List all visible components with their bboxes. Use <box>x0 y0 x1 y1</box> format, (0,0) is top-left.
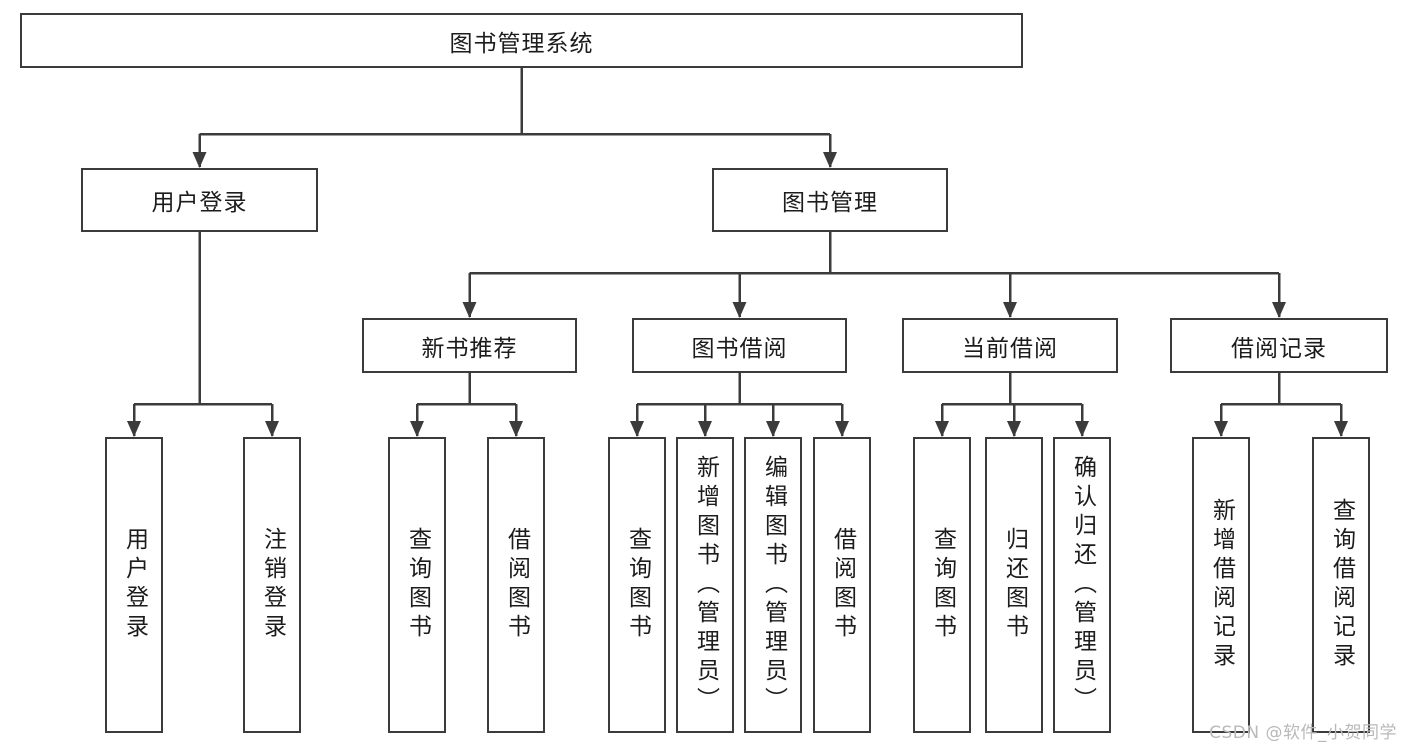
node-leaf-borrow-3[interactable]: 编辑图书（管理员） <box>744 437 802 733</box>
node-label: 查询图书 <box>624 527 651 643</box>
node-leaf-cur-2[interactable]: 归还图书 <box>985 437 1043 733</box>
node-label: 用户登录 <box>121 527 148 643</box>
node-newbooks[interactable]: 新书推荐 <box>362 318 577 373</box>
node-label: 注销登录 <box>259 527 286 643</box>
node-borrow[interactable]: 图书借阅 <box>632 318 847 373</box>
node-leaf-login-2[interactable]: 注销登录 <box>243 437 301 733</box>
node-leaf-rec-2[interactable]: 查询借阅记录 <box>1312 437 1370 733</box>
node-leaf-borrow-1[interactable]: 查询图书 <box>608 437 666 733</box>
node-leaf-borrow-2[interactable]: 新增图书（管理员） <box>676 437 734 733</box>
node-leaf-new-1[interactable]: 查询图书 <box>388 437 446 733</box>
node-label: 图书管理系统 <box>449 30 594 57</box>
node-label: 当前借阅 <box>962 335 1058 362</box>
node-label: 新增借阅记录 <box>1208 498 1235 672</box>
node-label: 图书管理 <box>782 190 878 216</box>
node-label: 新书推荐 <box>421 335 518 362</box>
node-label: 编辑图书（管理员） <box>760 454 787 716</box>
node-label: 查询借阅记录 <box>1328 498 1355 672</box>
node-leaf-login-1[interactable]: 用户登录 <box>105 437 163 733</box>
node-label: 借阅记录 <box>1231 335 1327 362</box>
node-label: 新增图书（管理员） <box>692 454 719 716</box>
node-leaf-borrow-4[interactable]: 借阅图书 <box>813 437 871 733</box>
node-login[interactable]: 用户登录 <box>81 168 318 232</box>
watermark: CSDN @软件_小贺同学 <box>1209 723 1397 743</box>
node-bookmgmt[interactable]: 图书管理 <box>712 168 948 232</box>
node-label: 查询图书 <box>929 527 956 643</box>
node-label: 确认归还（管理员） <box>1069 454 1096 716</box>
node-label: 用户登录 <box>151 190 248 216</box>
node-root[interactable]: 图书管理系统 <box>20 13 1023 68</box>
node-leaf-cur-3[interactable]: 确认归还（管理员） <box>1053 437 1111 733</box>
node-label: 图书借阅 <box>691 335 788 362</box>
node-current[interactable]: 当前借阅 <box>902 318 1118 373</box>
node-leaf-cur-1[interactable]: 查询图书 <box>913 437 971 733</box>
node-leaf-rec-1[interactable]: 新增借阅记录 <box>1192 437 1250 733</box>
node-label: 借阅图书 <box>503 527 530 643</box>
node-leaf-new-2[interactable]: 借阅图书 <box>487 437 545 733</box>
node-label: 借阅图书 <box>829 527 856 643</box>
node-records[interactable]: 借阅记录 <box>1170 318 1388 373</box>
node-label: 查询图书 <box>404 527 431 643</box>
node-label: 归还图书 <box>1001 527 1028 643</box>
